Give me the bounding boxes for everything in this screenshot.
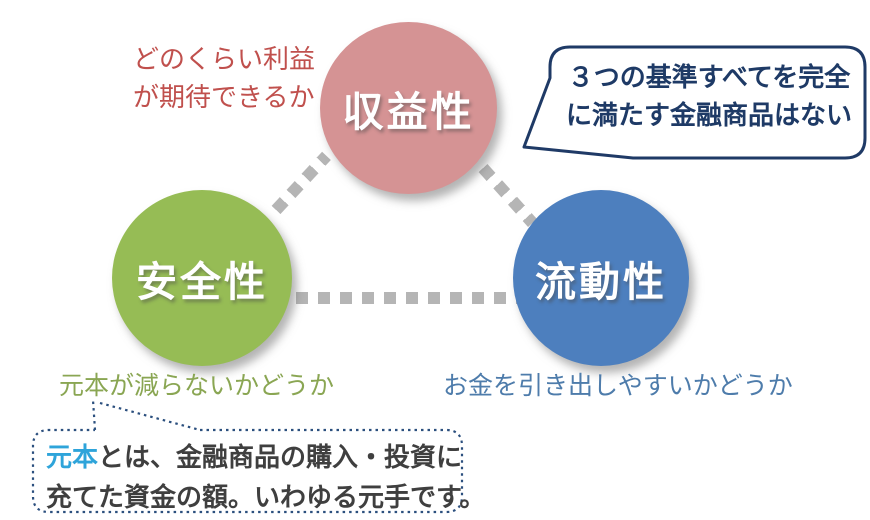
speech-bubble-line1: ３つの基準すべてを完全 <box>567 62 851 92</box>
principal-note-line2: 充てた資金の額。いわゆる元手です。 <box>46 482 486 512</box>
principal-note-box-outline <box>31 428 464 514</box>
liquidity-circle-label: 流動性 <box>535 259 667 305</box>
safety-circle-label: 安全性 <box>136 259 268 305</box>
speech-bubble-line2: に満たす金融商品はない <box>565 100 852 130</box>
profitability-annotation-line2: が期待できるか <box>133 82 315 112</box>
principal-note-tail-right <box>99 401 201 432</box>
principal-note-line1: 元本とは、金融商品の購入・投資に <box>46 437 462 477</box>
principal-note-box <box>31 399 464 514</box>
liquidity-circle: 流動性 <box>513 190 689 366</box>
safety-circle: 安全性 <box>112 190 292 366</box>
profitability-annotation-line1: どのくらい利益 <box>133 44 316 74</box>
speech-bubble-shape <box>522 45 867 160</box>
principal-note-text: 元本とは、金融商品の購入・投資に 充てた資金の額。いわゆる元手です。 <box>46 437 486 517</box>
liquidity-annotation: お金を引き出しやすいかどうか <box>443 372 793 400</box>
profitability-annotation: どのくらい利益 が期待できるか <box>133 40 315 116</box>
speech-bubble <box>522 45 867 160</box>
principal-highlight: 元本 <box>46 442 99 472</box>
principal-line1-rest: とは、金融商品の購入・投資に <box>98 442 463 472</box>
principal-note-tail-left <box>91 399 97 431</box>
connector-safety-profitability <box>271 151 331 215</box>
connector-profitability-liquidity <box>478 163 537 228</box>
connector-safety-liquidity <box>296 292 518 304</box>
profitability-circle-label: 収益性 <box>342 89 475 135</box>
profitability-circle: 収益性 <box>320 22 497 194</box>
safety-annotation: 元本が減らないかどうか <box>59 372 335 400</box>
speech-bubble-text: ３つの基準すべてを完全 に満たす金融商品はない <box>556 58 862 134</box>
